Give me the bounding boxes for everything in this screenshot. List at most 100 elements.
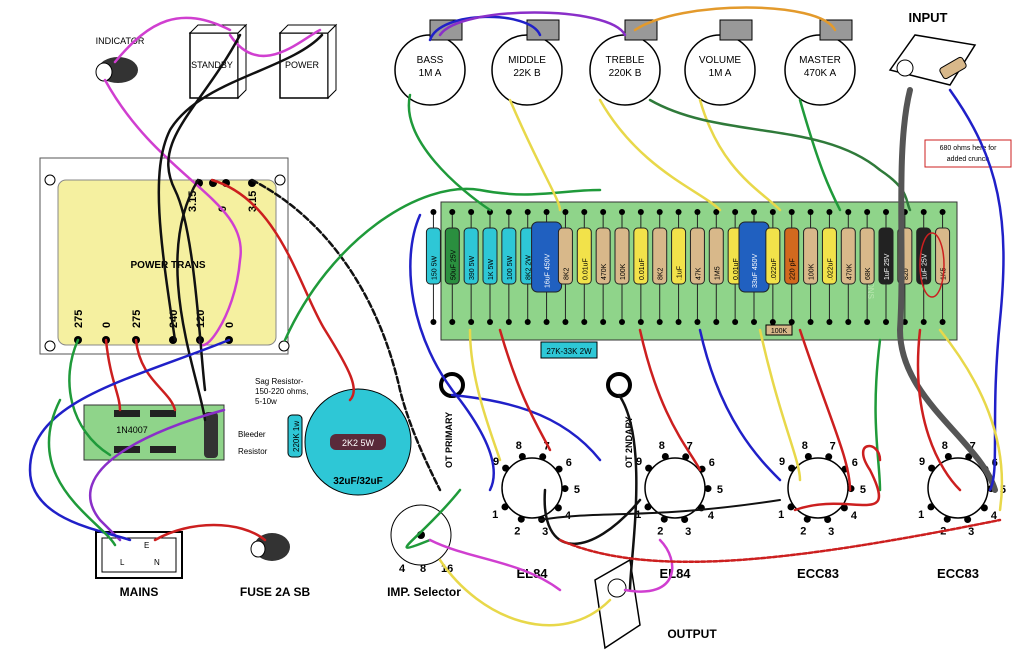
tube-pin [555, 465, 563, 473]
turret [600, 319, 607, 325]
imp-tap: 8 [420, 563, 426, 575]
tube-pin-label: 1 [918, 509, 924, 521]
tube-pin-label: 3 [968, 526, 974, 538]
tube-pin [660, 515, 668, 523]
mains-pin: N [154, 558, 160, 567]
res-27k-label: 27K-33K 2W [546, 347, 592, 356]
tube-pin-label: 5 [717, 484, 723, 496]
board-component: 0.01uF [576, 209, 592, 325]
imp-label: IMP. Selector [387, 585, 461, 599]
tube-pin [517, 515, 525, 523]
component-label: 50uF 25V [450, 249, 457, 280]
turret [864, 319, 871, 325]
pot-row: BASS 1M A MIDDLE 22K B TREBLE 220K B VOL… [394, 19, 856, 106]
res-2k2-label: 2K2 5W [342, 438, 375, 448]
input-jack: INPUT [888, 10, 977, 86]
board-component: .022uF [765, 209, 781, 325]
turret [751, 319, 757, 325]
component-label: 220 pF [790, 258, 797, 280]
board-component: 100K [803, 209, 819, 325]
component-label: 8K2 [658, 267, 665, 280]
pot-value: 1M A [419, 68, 442, 79]
turret [788, 209, 795, 215]
tube-pin-label: 7 [687, 440, 693, 452]
turret [713, 209, 720, 215]
fuse-label: FUSE 2A SB [240, 585, 311, 599]
turret [864, 209, 871, 215]
tube-pin-label: 6 [566, 457, 572, 469]
component-label: 8K2 2W [526, 255, 533, 280]
board-component: 1uF 25V [878, 209, 894, 325]
diode-label: 1N4007 [116, 425, 148, 435]
tube-pin [502, 464, 510, 472]
component-label: 16uF 450V [545, 253, 552, 288]
socket-body [501, 457, 563, 519]
crunch-note-1: 680 ohms here for [940, 145, 997, 152]
turret [468, 209, 475, 215]
mains-pin: E [144, 541, 149, 550]
turret [637, 319, 644, 325]
component-label: 1uF 25V [922, 253, 929, 280]
pot-value: 470K A [804, 68, 837, 79]
sag-note-1: Sag Resistor- [255, 377, 304, 386]
tube-pin-label: 1 [492, 509, 498, 521]
turret [581, 209, 588, 215]
tube-pin-label: 3 [828, 526, 834, 538]
turret [732, 319, 739, 325]
tube-pin-label: 9 [636, 456, 642, 468]
output-jack: OUTPUT [594, 558, 717, 650]
bleeder-note-1: Bleeder [238, 430, 266, 439]
tube-pin-label: 4 [708, 510, 715, 522]
res-220k-label: 220K 1w [292, 421, 301, 452]
power-label: POWER [285, 60, 320, 70]
pot-value: 22K B [513, 68, 541, 79]
component-label: 390 5W [469, 255, 476, 280]
tap-label: 275 [131, 310, 143, 328]
tube-pin-label: 8 [659, 440, 665, 452]
turret [826, 209, 833, 215]
board-component: 68K [859, 209, 875, 325]
turret [845, 209, 852, 215]
tube-pin [964, 516, 972, 524]
tube-pin-label: 7 [544, 440, 550, 452]
pot-name: MIDDLE [508, 55, 546, 66]
sag-note-2: 150-220 ohms, [255, 387, 308, 396]
transformer-label: POWER TRANS [131, 260, 206, 271]
turret [656, 319, 663, 325]
board-component: 390 5W [463, 209, 479, 325]
tube-pin-label: 9 [779, 456, 785, 468]
tube-pin [943, 515, 951, 523]
tube-pin [980, 504, 988, 512]
tube-pin-label: 4 [991, 510, 998, 522]
turret [449, 209, 456, 215]
turret [543, 319, 550, 325]
input-label: INPUT [909, 10, 948, 25]
tube-pin-label: 1 [778, 509, 784, 521]
component-label: 470K [601, 263, 608, 280]
turret [694, 209, 701, 215]
board-component: 8K2 [557, 209, 573, 325]
fuse-holder: FUSE 2A SB [240, 533, 311, 599]
tube-pin-label: 2 [800, 526, 806, 538]
pot-name: MASTER [799, 55, 841, 66]
tube-pin-label: 6 [852, 457, 858, 469]
turret [845, 319, 852, 325]
component-label: 100K [620, 263, 627, 280]
tube-pin [539, 453, 547, 461]
turret [505, 209, 512, 215]
tube-pin [681, 516, 689, 524]
ot-primary-label: OT PRIMARY [444, 412, 454, 468]
board-component: 470K [595, 209, 611, 325]
pot-name: BASS [417, 55, 444, 66]
board-component: .022uF [821, 209, 837, 325]
turret [883, 209, 889, 215]
tube-pin-label: 3 [542, 526, 548, 538]
imp-tap: 4 [399, 563, 406, 575]
tap-label: 275 [73, 310, 85, 328]
tube-pin-label: 7 [970, 440, 976, 452]
tube-pin [928, 464, 936, 472]
turret [769, 209, 776, 215]
